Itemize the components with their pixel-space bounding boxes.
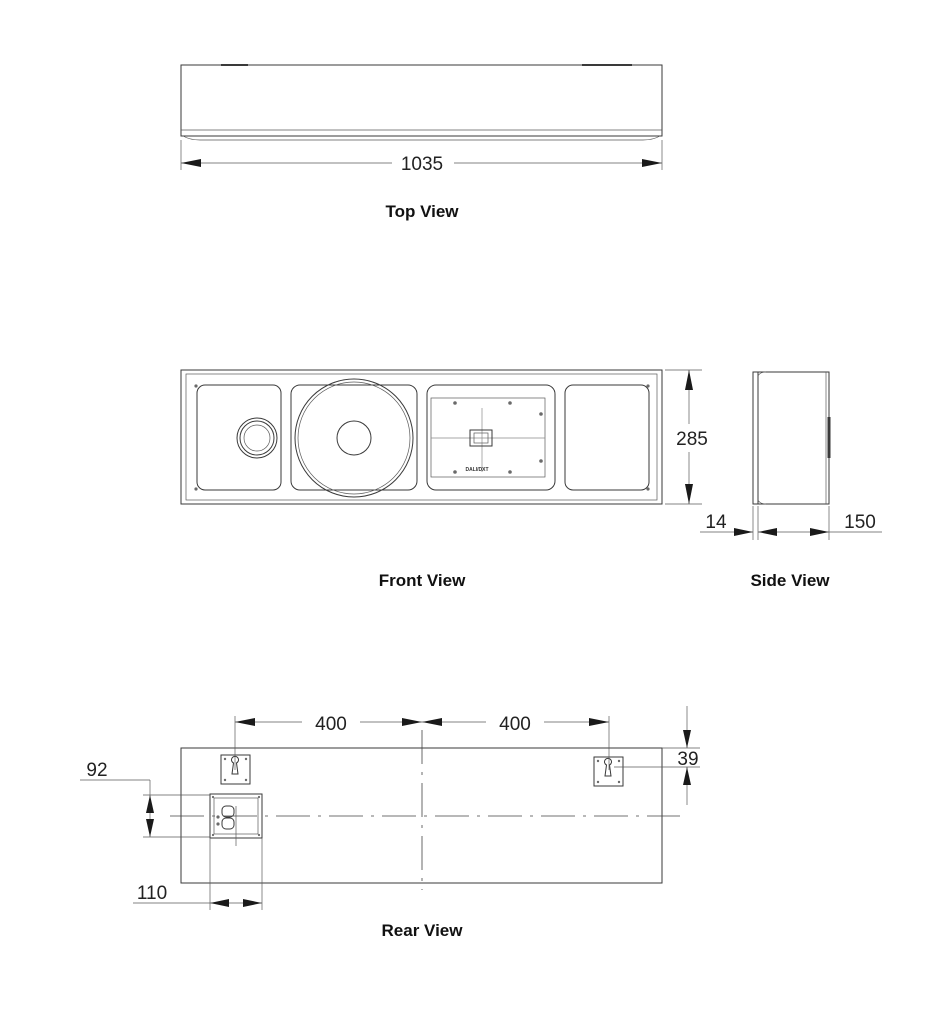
rear-spacing-dimension: 400 400 [234,714,610,770]
rear-terminal-height-dimension: 92 [80,760,210,838]
rear-bracket-offset-label: 39 [677,749,698,770]
side-dimensions: 14 150 [700,506,882,540]
keyhole-icon [604,757,612,777]
top-width-label: 1035 [401,154,443,175]
top-view-outline [180,64,663,137]
rear-terminal-offset-label: 110 [137,883,167,904]
bass-port-icon [236,417,278,459]
terminal-plate [209,793,263,846]
side-baffle-label: 14 [705,512,727,533]
binding-post-icon [221,805,235,818]
front-view: DALI/DXT 285 Front View [180,369,708,590]
port-grille [196,384,282,491]
side-baffle [752,371,759,505]
rear-right-spacing-label: 400 [499,714,531,735]
woofer-icon [294,378,414,498]
front-height-label: 285 [676,429,708,450]
tweeter-icon [469,429,493,447]
rear-view: 400 400 39 92 [80,706,700,940]
brand-badge: DALI/DXT [465,467,488,473]
woofer-grille [290,378,418,498]
rear-terminal-height-label: 92 [86,760,107,781]
side-depth-label: 150 [844,512,876,533]
side-view-caption: Side View [750,571,830,590]
top-view-caption: Top View [385,202,459,221]
rear-bracket-offset-dimension: 39 [614,706,700,805]
keyhole-icon [231,755,239,775]
right-keyhole-bracket [593,756,624,787]
left-keyhole-bracket [220,754,251,785]
rear-view-caption: Rear View [382,921,464,940]
blank-grille [564,384,650,491]
rear-left-spacing-label: 400 [315,714,347,735]
tweeter-grille: DALI/DXT [426,384,556,491]
front-height-dimension: 285 [665,369,708,505]
top-width-dimension: 1035 [180,140,663,175]
top-view: 1035 Top View [180,64,663,221]
rear-terminal-offset-dimension: 110 [133,838,263,910]
front-view-outline [180,369,663,505]
side-view-outline [758,371,830,505]
front-view-caption: Front View [379,571,466,590]
rear-view-outline [180,747,663,884]
side-view: 14 150 Side View [700,371,882,590]
